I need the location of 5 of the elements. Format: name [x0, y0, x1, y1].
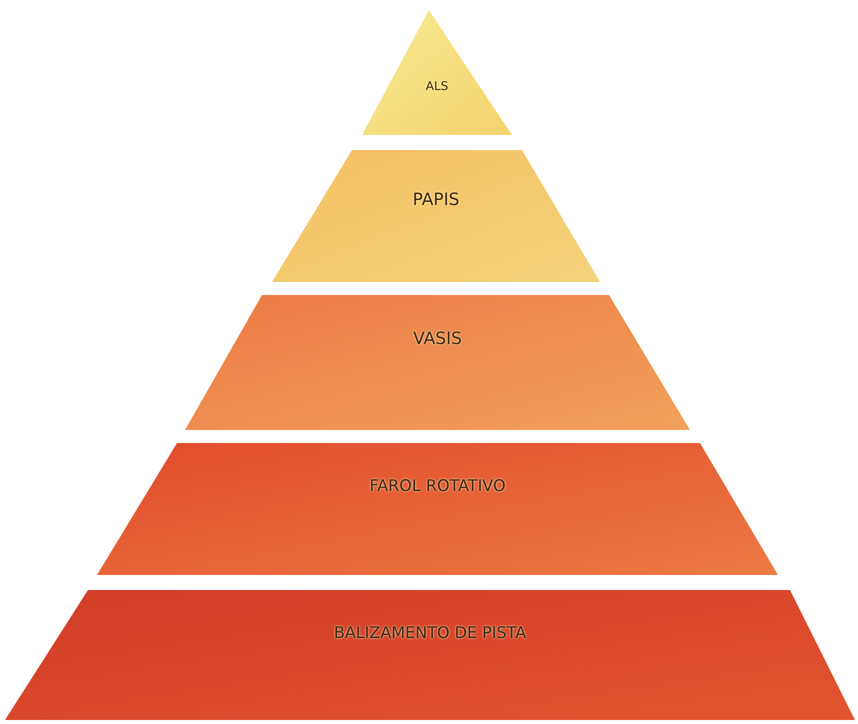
tier-label: PAPIS	[412, 190, 460, 210]
tier-label: FAROL ROTATIVO	[369, 476, 506, 495]
tier-label: ALS	[426, 78, 448, 93]
tier-label: BALIZAMENTO DE PISTA	[334, 622, 526, 642]
tier-label: VASIS	[413, 328, 462, 349]
